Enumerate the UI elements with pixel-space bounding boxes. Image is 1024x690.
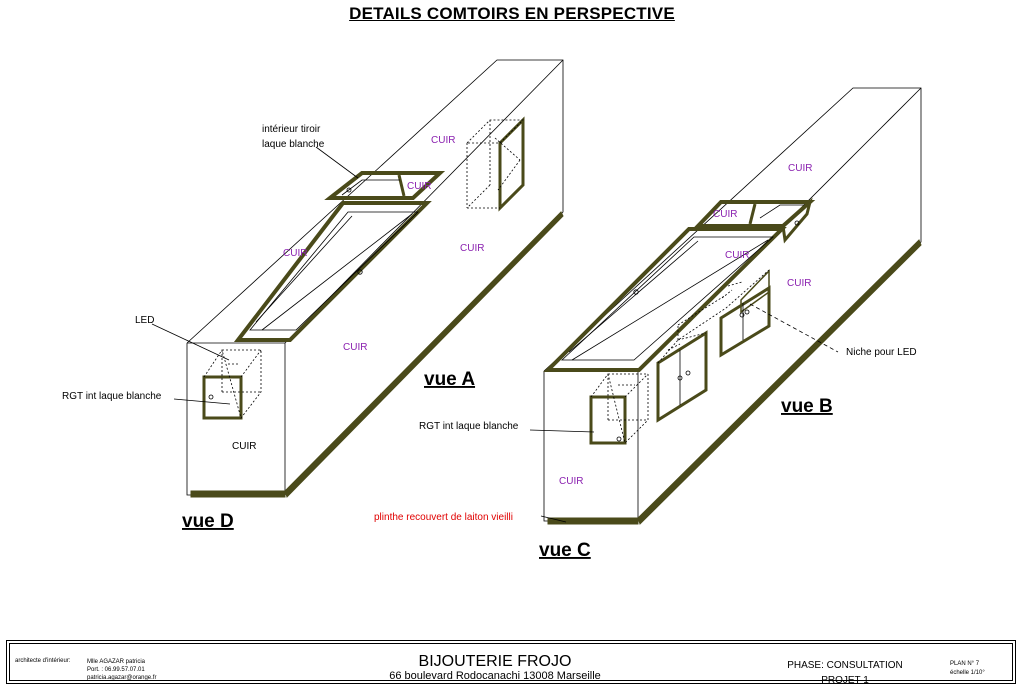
architect-email: patricia.agazar@orange.fr [87, 675, 157, 681]
plinth-left [190, 211, 564, 498]
annotation-rgt-c: RGT int laque blanche [419, 421, 519, 432]
niche-side-left [498, 116, 525, 212]
architect-role: architecte d'intérieur: [15, 658, 71, 664]
client-info: BIJOUTERIE FROJO 66 boulevard Rodocanach… [310, 653, 680, 682]
phase-info: PHASE: CONSULTATION PROJET 1 [740, 658, 950, 688]
annotation-drawer-interior: intérieur tiroir [262, 124, 321, 135]
annotation-led: LED [135, 315, 154, 326]
material-label: CUIR [343, 342, 367, 353]
perspective-drawing: CUIR CUIR CUIR CUIR CUIR CUIR CUIR CUIR … [62, 59, 922, 561]
material-label: CUIR [725, 250, 749, 261]
material-label: CUIR [460, 243, 484, 254]
plan-info: PLAN N° 7 échelle 1/10° [950, 660, 1012, 678]
material-label: CUIR [283, 248, 307, 259]
plinth-right [547, 239, 922, 525]
storage-unit-2 [719, 285, 771, 358]
view-label-d: vue D [182, 511, 234, 532]
material-label: CUIR [788, 163, 812, 174]
annotation-niche-led: Niche pour LED [846, 347, 917, 358]
view-label-b: vue B [781, 396, 833, 417]
showcase-opening-left [233, 201, 432, 342]
material-label: CUIR [407, 181, 431, 192]
annotation-rgt-d: RGT int laque blanche [62, 391, 162, 402]
architect-info: Mlle AGAZAR patricia Port. : 06.99.57.07… [87, 658, 156, 682]
view-label-c: vue C [539, 540, 591, 561]
client-address: 66 boulevard Rodocanachi 13008 Marseille [389, 670, 601, 682]
storage-unit-3 [740, 269, 770, 314]
counter-right [529, 87, 922, 525]
material-label: CUIR [232, 441, 256, 452]
drawer-opening-left [324, 171, 446, 200]
phase: PHASE: CONSULTATION [787, 660, 903, 671]
niche-front-left [202, 375, 243, 420]
material-label: CUIR [431, 135, 455, 146]
storage-unit-1 [656, 330, 708, 423]
project: PROJET 1 [821, 675, 869, 686]
plan-number: PLAN N° 7 [950, 661, 980, 667]
page-title: DETAILS COMTOIRS EN PERSPECTIVE [349, 4, 675, 23]
client-name: BIJOUTERIE FROJO [418, 653, 572, 670]
scale: échelle 1/10° [950, 670, 985, 676]
architect-phone: Port. : 06.99.57.07.01 [87, 667, 145, 673]
title-block-frame: architecte d'intérieur: Mlle AGAZAR patr… [9, 643, 1013, 686]
annotation-drawer-finish: laque blanche [262, 139, 325, 150]
counter-left [151, 59, 564, 498]
architect-name: Mlle AGAZAR patricia [87, 659, 146, 665]
view-label-a: vue A [424, 369, 475, 390]
material-label: CUIR [713, 209, 737, 220]
title-block: architecte d'intérieur: Mlle AGAZAR patr… [6, 640, 1016, 686]
annotation-plinthe: plinthe recouvert de laiton vieilli [374, 512, 513, 523]
material-label: CUIR [787, 278, 811, 289]
material-label: CUIR [559, 476, 583, 487]
